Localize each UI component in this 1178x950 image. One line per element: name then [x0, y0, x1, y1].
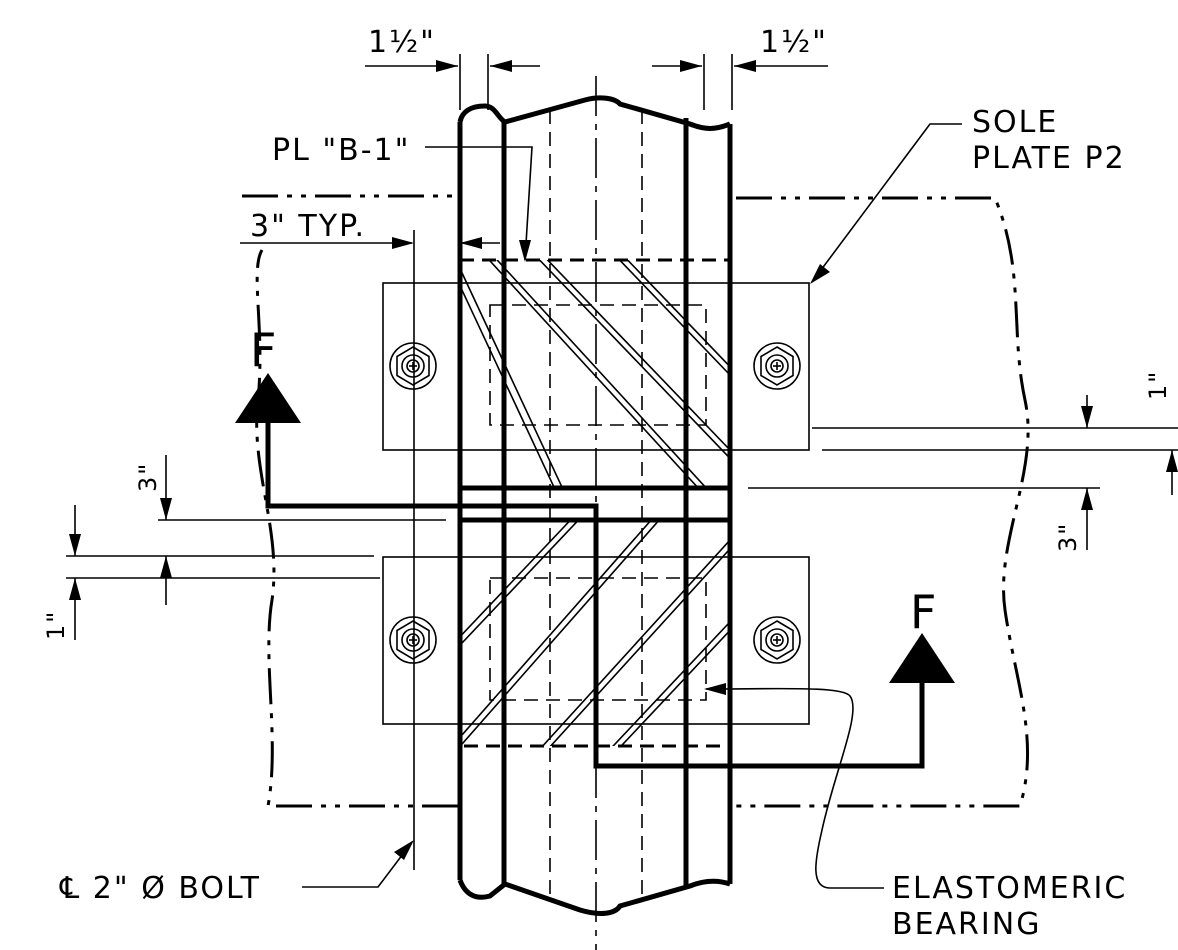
- sole-plate-upper: [382, 282, 810, 451]
- section-arrow-lower-icon: [889, 633, 955, 683]
- plate-label: PL "B-1": [272, 133, 410, 168]
- bolt-icon: [753, 616, 801, 664]
- dim-left-lower: 1": [42, 610, 70, 640]
- top-dimensions: [365, 54, 828, 110]
- phantom-outline: [242, 194, 1030, 808]
- bearing-label: ELASTOMERIC BEARING: [892, 871, 1127, 942]
- svg-text:BEARING: BEARING: [892, 907, 1041, 942]
- svg-text:PLATE P2: PLATE P2: [972, 141, 1126, 176]
- bolt-label: ℄ 2" Ø BOLT: [59, 871, 261, 906]
- dim-left-upper: 3": [134, 462, 162, 492]
- left-dimensions: [66, 455, 446, 640]
- bolt-icon: [753, 342, 801, 390]
- svg-text:SOLE: SOLE: [972, 105, 1058, 140]
- dim-right-upper: 1": [1144, 370, 1172, 400]
- sole-plate-label: SOLE PLATE P2: [972, 105, 1126, 176]
- svg-text:ELASTOMERIC: ELASTOMERIC: [892, 871, 1127, 906]
- dim-top-right: 1½": [760, 25, 828, 60]
- bolt-icon: [389, 342, 437, 390]
- bearing-pad-lower: [458, 517, 732, 748]
- section-label-upper: F: [250, 323, 278, 377]
- section-label-lower: F: [910, 585, 938, 639]
- dim-top-left: 1½": [368, 25, 436, 60]
- right-dimensions: [748, 395, 1178, 550]
- section-cut-line: [235, 373, 955, 769]
- dim-right-lower: 3": [1054, 522, 1082, 552]
- bearing-pad-upper: [458, 258, 732, 491]
- dim-typ: 3" TYP.: [250, 209, 366, 244]
- web-member: [457, 76, 733, 950]
- section-arrow-upper-icon: [235, 373, 301, 423]
- bolt-icon: [389, 616, 437, 664]
